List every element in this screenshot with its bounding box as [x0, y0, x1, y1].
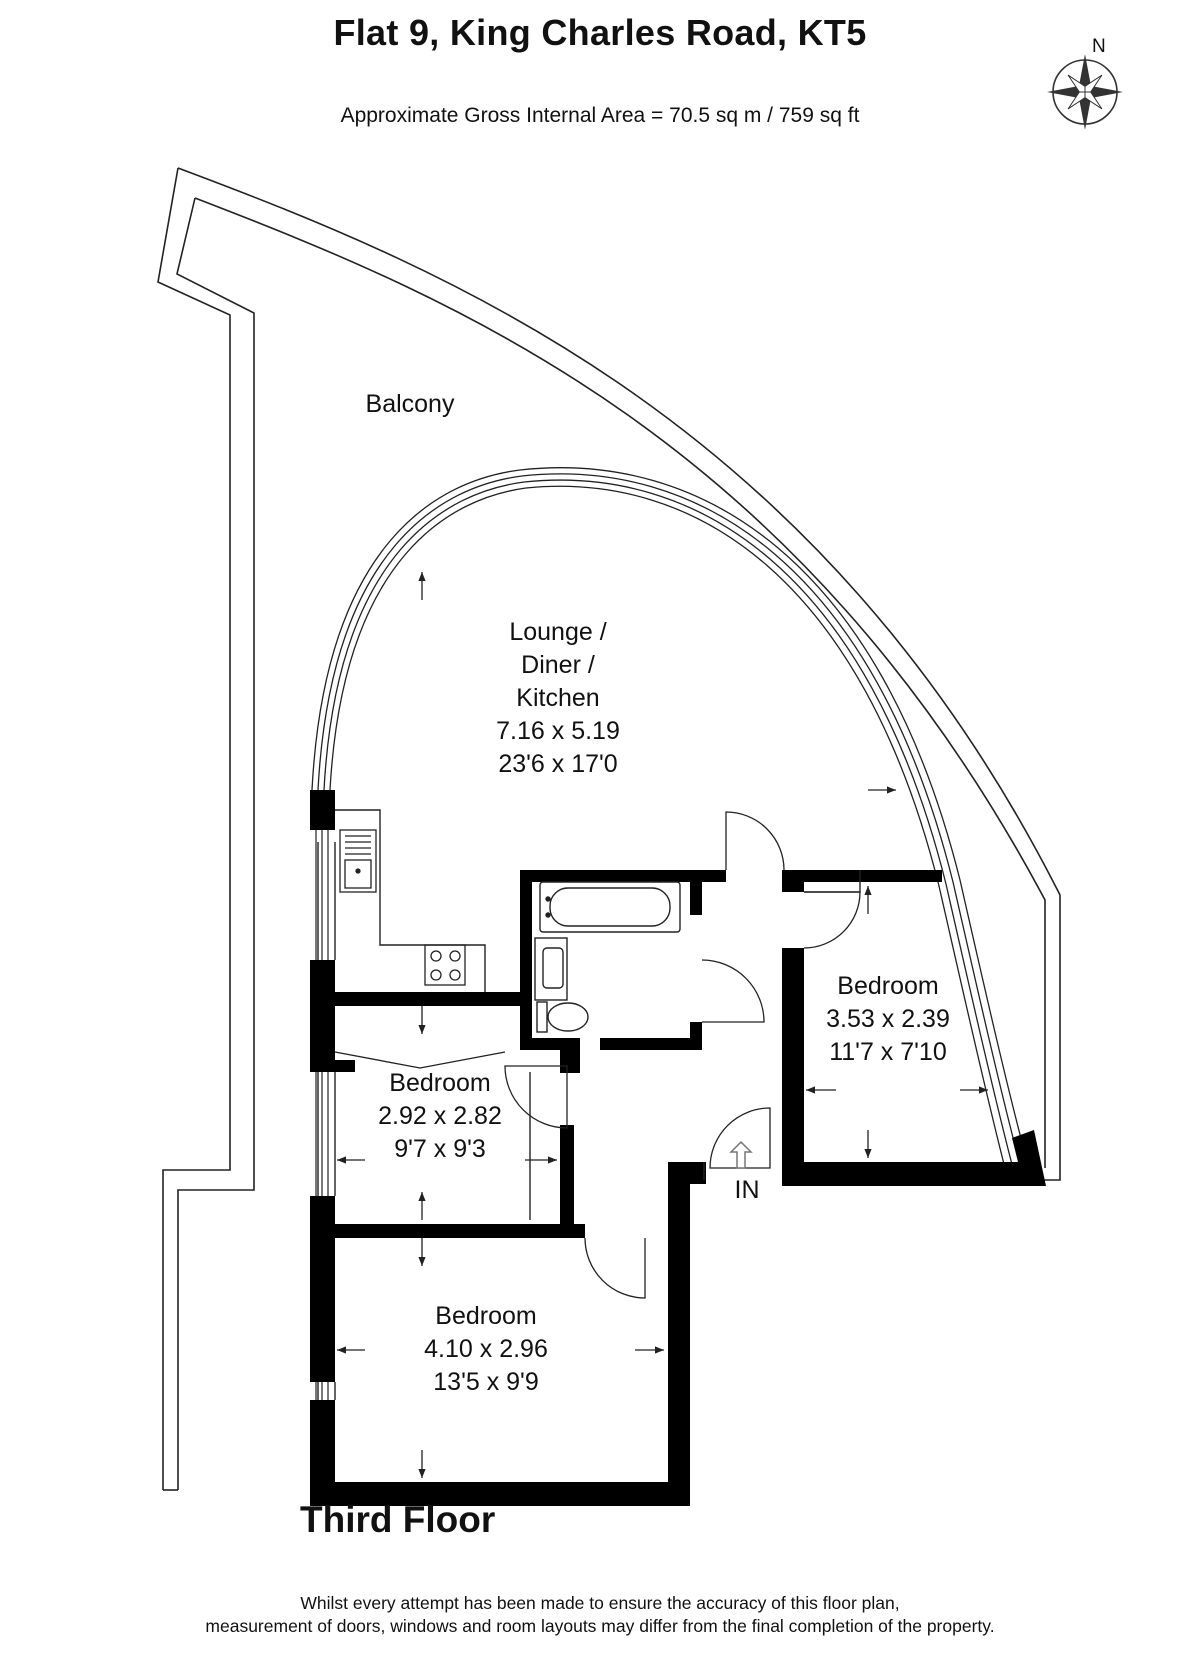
dimension-arrows — [337, 572, 988, 1478]
door-swings — [334, 811, 861, 1299]
disclaimer-line-1: Whilst every attempt has been made to en… — [300, 1593, 900, 1613]
disclaimer: Whilst every attempt has been made to en… — [0, 1592, 1200, 1638]
bedroom-south-imperial-size: 13'5 x 9'9 — [433, 1368, 538, 1396]
bedroom-east-name: Bedroom — [837, 972, 938, 1000]
sink-icon — [339, 829, 377, 893]
bedroom-south-name: Bedroom — [435, 1302, 536, 1330]
windows — [315, 830, 329, 1400]
lounge-name-line-3: Kitchen — [516, 684, 599, 712]
bedroom-middle-metric-size: 2.92 x 2.82 — [378, 1102, 502, 1130]
gross-internal-area: Approximate Gross Internal Area = 70.5 s… — [340, 104, 860, 127]
balcony-label: Balcony — [366, 390, 455, 418]
bedroom-east-imperial-size: 11'7 x 7'10 — [829, 1038, 947, 1066]
bedroom-middle-name: Bedroom — [389, 1069, 490, 1097]
hob-icon — [424, 944, 466, 986]
plan-title: Flat 9, King Charles Road, KT5 — [333, 12, 867, 53]
floor-label: Third Floor — [300, 1499, 496, 1540]
balcony-outline — [157, 167, 1061, 1491]
disclaimer-line-2: measurement of doors, windows and room l… — [205, 1616, 995, 1636]
entrance-arrow-icon — [729, 1140, 753, 1169]
curved-facade — [311, 467, 1031, 1173]
walls — [310, 790, 1046, 1506]
bedroom-middle-imperial-size: 9'7 x 9'3 — [394, 1135, 486, 1163]
compass-north-label: N — [1092, 36, 1106, 57]
partitions — [317, 809, 861, 1400]
basin-icon — [534, 937, 568, 1001]
compass-rose-icon — [1047, 54, 1123, 130]
lounge-name-line-2: Diner / — [521, 651, 595, 679]
lounge-metric-size: 7.16 x 5.19 — [496, 717, 620, 745]
bedroom-south-metric-size: 4.10 x 2.96 — [424, 1335, 548, 1363]
bath-icon — [539, 881, 681, 933]
bedroom-east-metric-size: 3.53 x 2.39 — [826, 1005, 950, 1033]
toilet-icon — [536, 1001, 589, 1033]
entrance-label: IN — [735, 1176, 760, 1204]
lounge-name-line-1: Lounge / — [509, 618, 606, 646]
lounge-imperial-size: 23'6 x 17'0 — [498, 750, 617, 778]
